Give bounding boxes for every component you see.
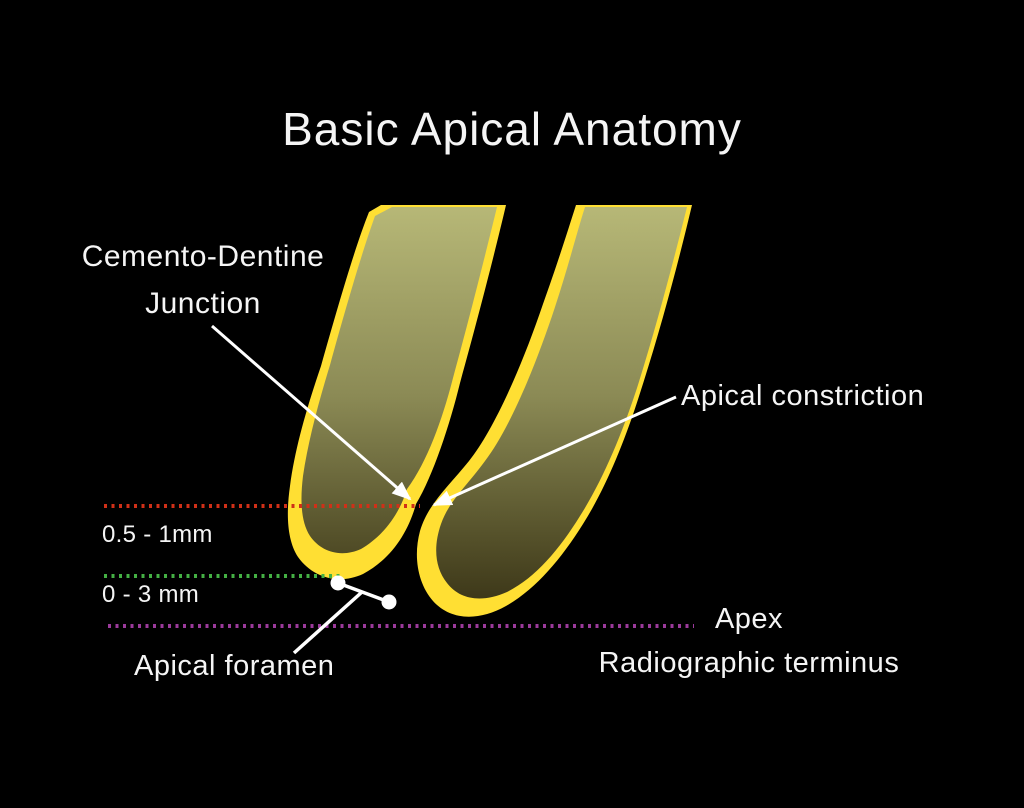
label-apex-radiographic-terminus: Apex Radiographic terminus — [558, 597, 940, 685]
foramen-leader-line — [292, 590, 364, 655]
foramen-connector-line — [337, 581, 390, 604]
foramen-dot-left — [330, 575, 346, 591]
label-apical-constriction: Apical constriction — [681, 380, 925, 412]
label-apex-line2: Radiographic terminus — [598, 647, 900, 679]
label-distance-cdj-zone: 0.5 - 1mm — [102, 521, 213, 548]
label-cdj-line2: Junction — [145, 287, 261, 320]
cdj-leader-line — [211, 324, 412, 501]
label-distance-apex-zone: 0 - 3 mm — [102, 581, 200, 608]
right-root-dentine — [436, 207, 687, 599]
label-apical-foramen: Apical foramen — [134, 650, 335, 682]
label-cdj-line1: Cemento-Dentine — [81, 240, 325, 273]
label-apex-line1: Apex — [714, 603, 784, 635]
page-title: Basic Apical Anatomy — [282, 103, 742, 155]
label-cemento-dentine-junction: Cemento-Dentine Junction — [45, 233, 361, 327]
foramen-dot-right — [381, 594, 397, 610]
constriction-leader-line — [432, 395, 677, 507]
left-root-dentine — [301, 207, 497, 554]
